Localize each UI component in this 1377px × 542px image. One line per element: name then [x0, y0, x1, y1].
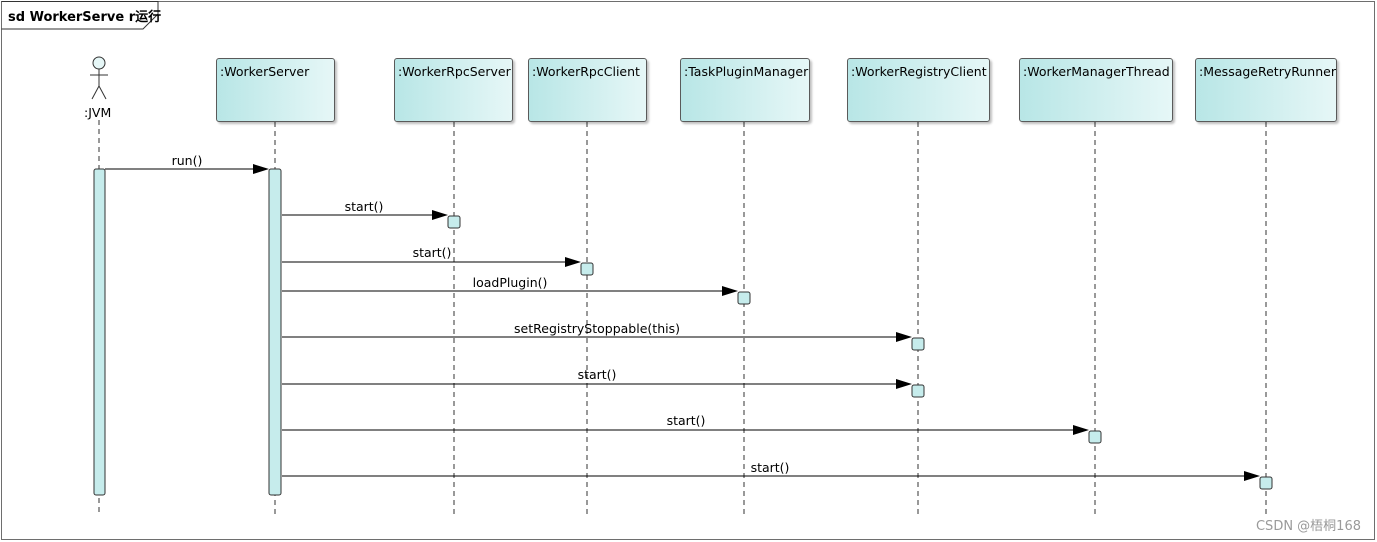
message-label-registry-start: start() [577, 367, 617, 382]
lifeline-worker-manager-thread[interactable]: :WorkerManagerThread [1019, 58, 1173, 122]
lifeline-label: :WorkerServer [220, 64, 310, 79]
lifeline-label: :TaskPluginManager [684, 64, 809, 79]
message-label-rpc-server-start: start() [344, 199, 384, 214]
activation-worker-registry-client-5 [911, 384, 925, 398]
message-arrowhead-6 [1073, 425, 1089, 435]
lifeline-message-retry-runner[interactable]: :MessageRetryRunner [1195, 58, 1337, 122]
lifeline-worker-server[interactable]: :WorkerServer [216, 58, 335, 122]
lifeline-label: :WorkerRpcServer [398, 64, 511, 79]
activation-message-retry-runner-7 [1259, 476, 1273, 490]
activation-worker-rpc-client-2 [580, 262, 594, 276]
activation-worker-registry-client-4 [911, 337, 925, 351]
activation-worker-rpc-server-1 [447, 215, 461, 229]
actor-icon [90, 56, 108, 100]
frame-title: sd WorkerServe r运行 [8, 10, 162, 25]
activation-worker-manager-thread-6 [1088, 430, 1102, 444]
lifeline-label: :WorkerRegistryClient [851, 64, 987, 79]
lifeline-worker-rpc-server[interactable]: :WorkerRpcServer [394, 58, 513, 122]
activation-jvm [93, 168, 106, 496]
message-arrowhead-5 [896, 379, 912, 389]
lifeline-label: :MessageRetryRunner [1199, 64, 1336, 79]
message-arrowhead-2 [565, 257, 581, 267]
activation-task-plugin-manager-3 [737, 291, 751, 305]
lifeline-worker-registry-client[interactable]: :WorkerRegistryClient [847, 58, 990, 122]
message-label-set-registry-stoppable: setRegistryStoppable(this) [514, 321, 680, 336]
message-label-load-plugin: loadPlugin() [472, 275, 548, 290]
activation-worker-server [268, 168, 282, 496]
message-arrowhead-1 [432, 210, 448, 220]
lifeline-worker-rpc-client[interactable]: :WorkerRpcClient [528, 58, 647, 122]
message-arrowhead-0 [253, 164, 269, 174]
message-label-retry-runner-start: start() [750, 460, 790, 475]
frame-title-tab [1, 1, 159, 30]
message-arrowhead-7 [1244, 471, 1260, 481]
message-label-manager-thread-start: start() [666, 413, 706, 428]
message-arrowhead-3 [722, 286, 738, 296]
lifeline-label: :WorkerRpcClient [532, 64, 640, 79]
lifeline-task-plugin-manager[interactable]: :TaskPluginManager [680, 58, 810, 122]
message-label-run: run() [171, 153, 203, 168]
lifeline-label: :WorkerManagerThread [1023, 64, 1170, 79]
message-arrowhead-4 [896, 332, 912, 342]
watermark: CSDN @梧桐168 [1255, 519, 1361, 534]
actor-label-jvm: :JVM [84, 105, 112, 120]
message-label-rpc-client-start: start() [412, 245, 452, 260]
